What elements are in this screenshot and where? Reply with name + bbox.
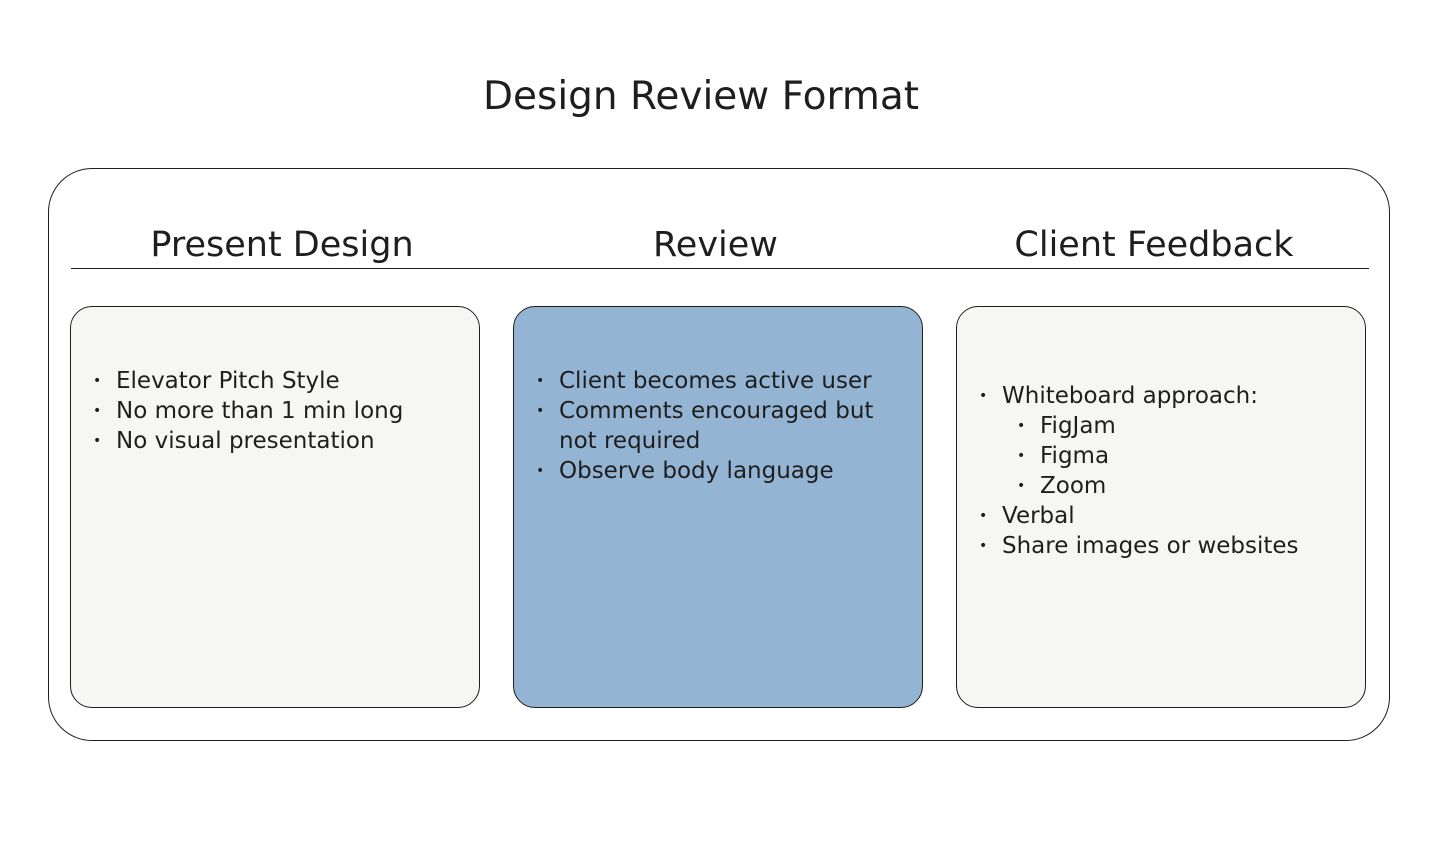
- card-review: Client becomes active user Comments enco…: [513, 306, 923, 708]
- card-client-feedback: Whiteboard approach: FigJam Figma Zoom V…: [956, 306, 1366, 708]
- bullet-item: Whiteboard approach:: [979, 381, 1355, 411]
- bullet-list: Elevator Pitch Style No more than 1 min …: [93, 366, 469, 456]
- sub-bullet-item: FigJam: [1017, 411, 1355, 441]
- heading-client-feedback: Client Feedback: [1014, 225, 1294, 265]
- bullet-item: Share images or websites: [979, 531, 1355, 561]
- heading-review: Review: [653, 225, 778, 265]
- bullet-item: No visual presentation: [93, 426, 469, 456]
- outer-frame: [48, 168, 1390, 741]
- heading-present-design: Present Design: [150, 225, 414, 265]
- bullet-item: Client becomes active user: [536, 366, 912, 396]
- bullet-item: Comments encouraged but not required: [536, 396, 912, 456]
- bullet-list: Client becomes active user Comments enco…: [536, 366, 912, 486]
- heading-divider: [71, 268, 1369, 269]
- sub-bullet-item: Zoom: [1017, 471, 1355, 501]
- page-title: Design Review Format: [482, 74, 920, 119]
- bullet-item: No more than 1 min long: [93, 396, 469, 426]
- sub-bullet-item: Figma: [1017, 441, 1355, 471]
- bullet-item: Verbal: [979, 501, 1355, 531]
- bullet-item: Observe body language: [536, 456, 912, 486]
- bullet-item: Elevator Pitch Style: [93, 366, 469, 396]
- bullet-list: Whiteboard approach: FigJam Figma Zoom V…: [979, 381, 1355, 561]
- card-present-design: Elevator Pitch Style No more than 1 min …: [70, 306, 480, 708]
